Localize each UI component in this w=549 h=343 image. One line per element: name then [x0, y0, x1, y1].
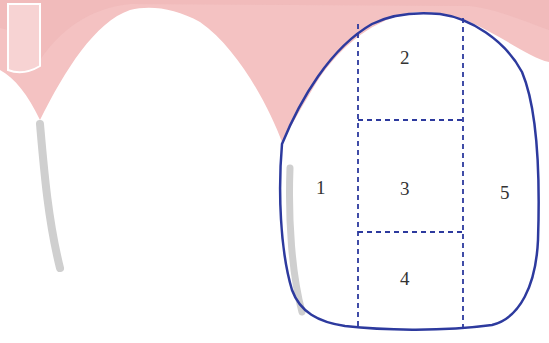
callout-number: 5	[500, 183, 510, 202]
tooth-outline	[280, 13, 539, 329]
neighbor-tooth-outline	[8, 4, 40, 72]
zone-grid	[358, 18, 463, 328]
callout-number: 4	[400, 269, 410, 288]
gum-shade	[0, 0, 549, 60]
callout-number: 1	[316, 178, 326, 197]
callout-number: 2	[400, 48, 410, 67]
veneer-edge	[40, 124, 60, 268]
callout-number: 3	[400, 179, 410, 198]
